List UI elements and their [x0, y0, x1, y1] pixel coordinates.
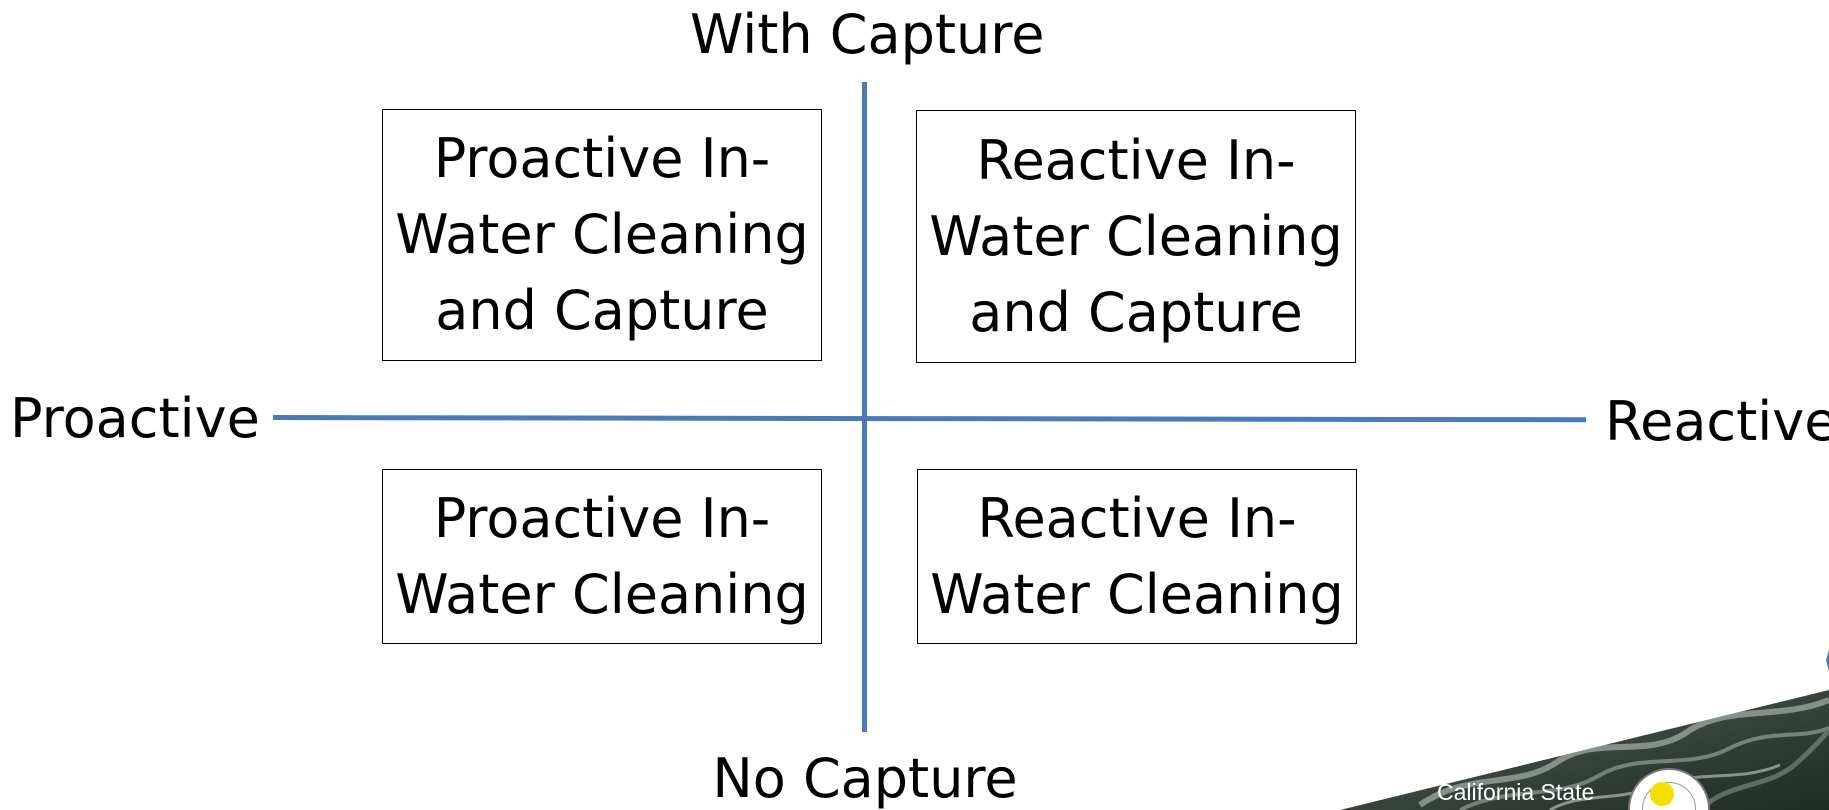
quadrant-text-line: Water Cleaning — [395, 562, 809, 626]
quadrant-reactive-with-capture: Reactive In- Water Cleaning and Capture — [916, 110, 1356, 363]
quadrant-reactive-no-capture: Reactive In- Water Cleaning — [917, 469, 1357, 644]
seal-sun-icon — [1650, 782, 1674, 806]
quadrant-text-line: and Capture — [969, 280, 1303, 344]
axis-label-with-capture: With Capture — [690, 3, 1045, 66]
commission-seal-icon — [1628, 768, 1710, 810]
quadrant-proactive-no-capture: Proactive In- Water Cleaning — [382, 469, 822, 644]
axis-label-no-capture: No Capture — [712, 747, 1018, 810]
horizontal-axis-line — [272, 415, 1587, 423]
quadrant-text-line: Water Cleaning — [930, 562, 1344, 626]
quadrant-text-line: Water Cleaning — [395, 203, 809, 266]
quadrant-text-line: Proactive In- — [433, 486, 771, 550]
axis-label-reactive: Reactive — [1605, 390, 1829, 453]
quadrant-text-line: Reactive In- — [977, 486, 1297, 550]
quadrant-text-line: and Capture — [435, 279, 769, 342]
quadrant-text-line: Reactive In- — [976, 128, 1296, 192]
quadrant-proactive-with-capture: Proactive In- Water Cleaning and Capture — [382, 109, 822, 361]
axis-label-proactive: Proactive — [10, 387, 260, 450]
quadrant-text-line: Water Cleaning — [929, 204, 1343, 268]
footer-org-name: California State — [1437, 779, 1595, 805]
vertical-axis-line — [862, 82, 867, 732]
quadrant-text-line: Proactive In- — [433, 127, 771, 190]
